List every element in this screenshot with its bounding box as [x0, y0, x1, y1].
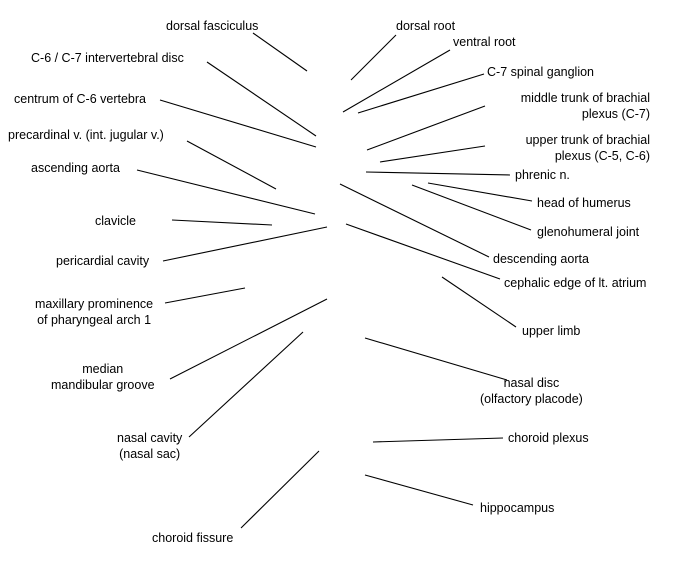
leader-line-c6-c7-intervertebral-disc: [206, 61, 317, 137]
leader-line-choroid-plexus: [372, 437, 504, 443]
label-upper-limb: upper limb: [522, 324, 581, 338]
leader-line-pericardial-cavity: [162, 226, 328, 262]
label-phrenic-n: phrenic n.: [515, 168, 570, 182]
leader-line-ventral-root: [342, 49, 451, 113]
leader-line-ascending-aorta: [136, 169, 316, 215]
leader-line-cephalic-edge-lt-atrium: [345, 223, 501, 280]
label-pericardial-cavity: pericardial cavity: [56, 254, 150, 268]
leader-line-c7-spinal-ganglion: [357, 73, 485, 114]
leader-line-nasal-cavity: [188, 331, 304, 438]
leader-line-hippocampus: [364, 474, 474, 506]
label-descending-aorta: descending aorta: [493, 252, 589, 266]
leader-line-dorsal-fasciculus: [252, 32, 308, 72]
leader-line-descending-aorta: [339, 183, 490, 258]
leader-line-precardinal-v: [186, 140, 277, 190]
leader-line-upper-limb: [441, 276, 517, 328]
leader-line-choroid-fissure: [240, 450, 320, 529]
label-hippocampus: hippocampus: [480, 501, 555, 515]
leader-line-phrenic-n: [365, 171, 511, 176]
label-maxillary-prominence: maxillary prominence of pharyngeal arch …: [35, 297, 154, 327]
label-head-of-humerus: head of humerus: [537, 196, 631, 210]
leader-line-maxillary-prominence: [164, 287, 246, 304]
leader-line-nasal-disc: [364, 337, 508, 381]
label-cephalic-edge-lt-atrium: cephalic edge of lt. atrium: [504, 276, 647, 290]
label-c7-spinal-ganglion: C-7 spinal ganglion: [487, 65, 595, 79]
label-ascending-aorta: ascending aorta: [31, 161, 120, 175]
label-centrum-of-c6-vertebra: centrum of C-6 vertebra: [14, 92, 146, 106]
label-choroid-plexus: choroid plexus: [508, 431, 589, 445]
label-nasal-disc: nasal disc (olfactory placode): [480, 376, 583, 406]
leader-line-dorsal-root: [350, 34, 397, 81]
label-glenohumeral-joint: glenohumeral joint: [537, 225, 640, 239]
label-c6-c7-intervertebral-disc: C-6 / C-7 intervertebral disc: [31, 51, 184, 65]
label-middle-trunk-brachial-plexus: middle trunk of brachial plexus (C-7): [520, 91, 650, 121]
label-dorsal-root: dorsal root: [396, 19, 456, 33]
label-clavicle: clavicle: [95, 214, 136, 228]
label-upper-trunk-brachial-plexus: upper trunk of brachial plexus (C-5, C-6…: [525, 133, 650, 163]
leader-line-glenohumeral-joint: [411, 184, 532, 231]
leader-line-head-of-humerus: [427, 182, 533, 202]
leader-line-middle-trunk-brachial-plexus: [366, 105, 486, 151]
leader-line-median-mandibular-groove: [169, 298, 328, 380]
leader-line-centrum-of-c6-vertebra: [159, 99, 317, 148]
label-ventral-root: ventral root: [453, 35, 516, 49]
label-median-mandibular-groove: median mandibular groove: [51, 362, 155, 392]
leader-line-upper-trunk-brachial-plexus: [379, 145, 486, 163]
label-nasal-cavity: nasal cavity (nasal sac): [117, 431, 183, 461]
label-choroid-fissure: choroid fissure: [152, 531, 234, 545]
leader-line-clavicle: [171, 219, 273, 226]
label-dorsal-fasciculus: dorsal fasciculus: [166, 19, 259, 33]
label-precardinal-v: precardinal v. (int. jugular v.): [8, 128, 164, 142]
